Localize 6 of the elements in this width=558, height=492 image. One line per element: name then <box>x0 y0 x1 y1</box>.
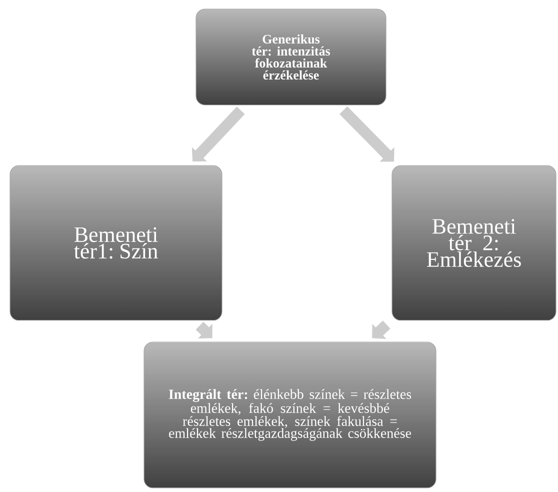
rounded-box: Integrált tér: élénkebb színek = részletes emlékek, fakó színek = kevésbbé részletes emlékek, színek fakulása = emlékek részletgazdagságának csökkenése <box>144 342 436 488</box>
block-arrow <box>372 320 390 339</box>
rounded-box: Bemeneti tér 2: Emlékezés <box>392 165 556 321</box>
rounded-box: Bemeneti tér1: Szín <box>10 165 222 321</box>
rounded-box: Generikus tér: intenzitás fokozatainak érzékelése <box>196 8 386 106</box>
block-arrow <box>340 106 394 162</box>
